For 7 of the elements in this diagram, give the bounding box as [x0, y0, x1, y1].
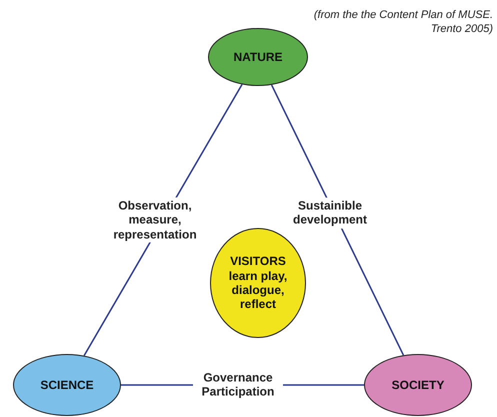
node-title: SCIENCE [40, 378, 94, 392]
connector-line [270, 84, 404, 356]
caption: (from the the Content Plan of MUSE. Trento 2005) [312, 8, 493, 37]
node-title: VISITORS [230, 254, 286, 269]
node-title: NATURE [233, 50, 283, 64]
node-text: learn play, dialogue, reflect [228, 268, 288, 312]
node-title: SOCIETY [392, 378, 444, 392]
